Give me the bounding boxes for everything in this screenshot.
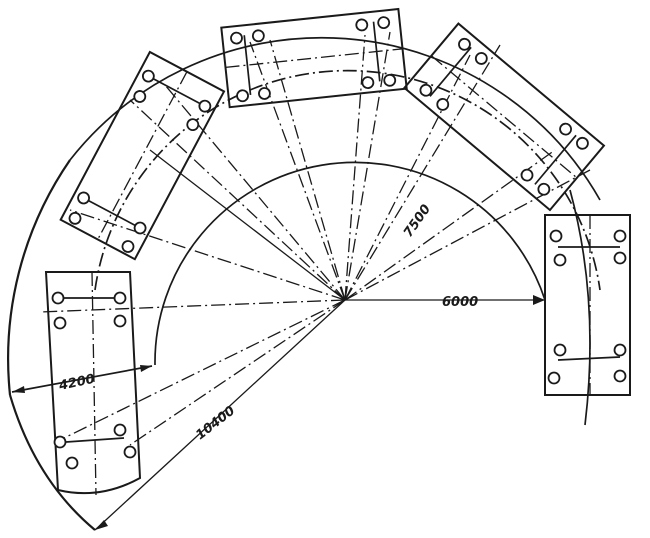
wheel [251, 29, 265, 43]
vehicle-axis [430, 55, 578, 179]
radial-line [164, 84, 346, 301]
radial-line [129, 99, 346, 301]
wheel [53, 435, 67, 449]
vehicle-position-4 [402, 22, 606, 212]
wheel [141, 69, 155, 83]
wheel [553, 343, 567, 357]
axle [83, 197, 141, 229]
radial-line [249, 41, 346, 301]
wheel [613, 369, 627, 383]
vehicle-position-5 [544, 214, 631, 396]
axle [372, 21, 381, 82]
radial-line [39, 299, 346, 313]
radial-line [129, 299, 346, 446]
wheel [361, 76, 375, 90]
wheel [377, 16, 391, 30]
wheel [113, 291, 127, 305]
radial-line [59, 299, 346, 441]
wheel [198, 99, 212, 113]
radial-line [69, 209, 346, 301]
wheel [133, 90, 147, 103]
axle [429, 46, 472, 97]
right-outer-arc [569, 189, 591, 426]
wheel [537, 182, 551, 196]
wheel [68, 211, 82, 225]
dimension-line-4200 [11, 365, 153, 393]
label-10400: 10400 [193, 403, 238, 443]
vehicle-position-3 [220, 7, 408, 109]
radial-line [344, 169, 591, 301]
axle [147, 75, 206, 107]
wheel [230, 31, 243, 45]
dimension-4200: 4200 [11, 365, 153, 394]
radial-line [94, 299, 346, 531]
radial-line [344, 31, 391, 301]
wheel [133, 221, 147, 235]
wheel [123, 445, 137, 459]
arrowhead [533, 295, 545, 305]
wheel [436, 98, 450, 111]
vehicle-body [402, 22, 606, 212]
outer-turning-arc [7, 159, 71, 396]
radial-line [344, 54, 471, 301]
wheel [77, 191, 90, 205]
axle [243, 35, 252, 96]
vehicle-body [44, 271, 142, 495]
wheel [547, 371, 561, 385]
radial-line [149, 149, 346, 301]
wheel [258, 87, 271, 100]
arrowhead [140, 365, 152, 372]
wheel [53, 316, 67, 330]
wheel [576, 136, 589, 150]
radial-line [344, 44, 501, 301]
vehicle-axis [97, 71, 188, 240]
wheel [559, 122, 572, 136]
radial-line [344, 149, 556, 301]
wheel [613, 343, 627, 357]
axle [534, 134, 577, 185]
wheel [113, 314, 127, 328]
label-6000: 6000 [442, 295, 478, 310]
radial-line [344, 34, 366, 301]
wheel [236, 89, 249, 103]
wheel [613, 229, 627, 243]
wheel [355, 18, 369, 32]
wheel [383, 73, 397, 87]
wheel [553, 253, 567, 267]
dimension-7500: 7500 [401, 202, 434, 240]
wheel [186, 118, 200, 132]
dimension-6000: 6000 [442, 295, 545, 310]
arrowhead [95, 520, 108, 530]
wheel [419, 83, 433, 97]
axle [557, 356, 621, 361]
wheel [613, 251, 627, 265]
inner-turning-arc [154, 161, 546, 366]
middle-turning-arc [94, 69, 601, 291]
vehicle-position-2 [59, 50, 226, 261]
vehicle-axis [91, 271, 97, 496]
wheel [474, 52, 488, 65]
arrowhead [12, 386, 25, 393]
axle [65, 437, 125, 443]
radial-lines [39, 31, 591, 531]
turning-arcs [7, 36, 601, 531]
vehicle-body [544, 214, 631, 396]
outer-arc-lower-sweep [8, 394, 96, 531]
wheel [51, 291, 65, 305]
vehicle-axis [225, 48, 403, 69]
vehicle-position-1 [44, 271, 142, 496]
wheel [549, 229, 563, 243]
wheel [65, 456, 79, 470]
label-4200: 4200 [57, 372, 96, 394]
label-7500: 7500 [401, 202, 434, 240]
wheel [520, 168, 534, 182]
wheel [121, 240, 135, 253]
wheel [113, 423, 127, 437]
radial-line [269, 39, 346, 301]
wheel [458, 37, 471, 51]
